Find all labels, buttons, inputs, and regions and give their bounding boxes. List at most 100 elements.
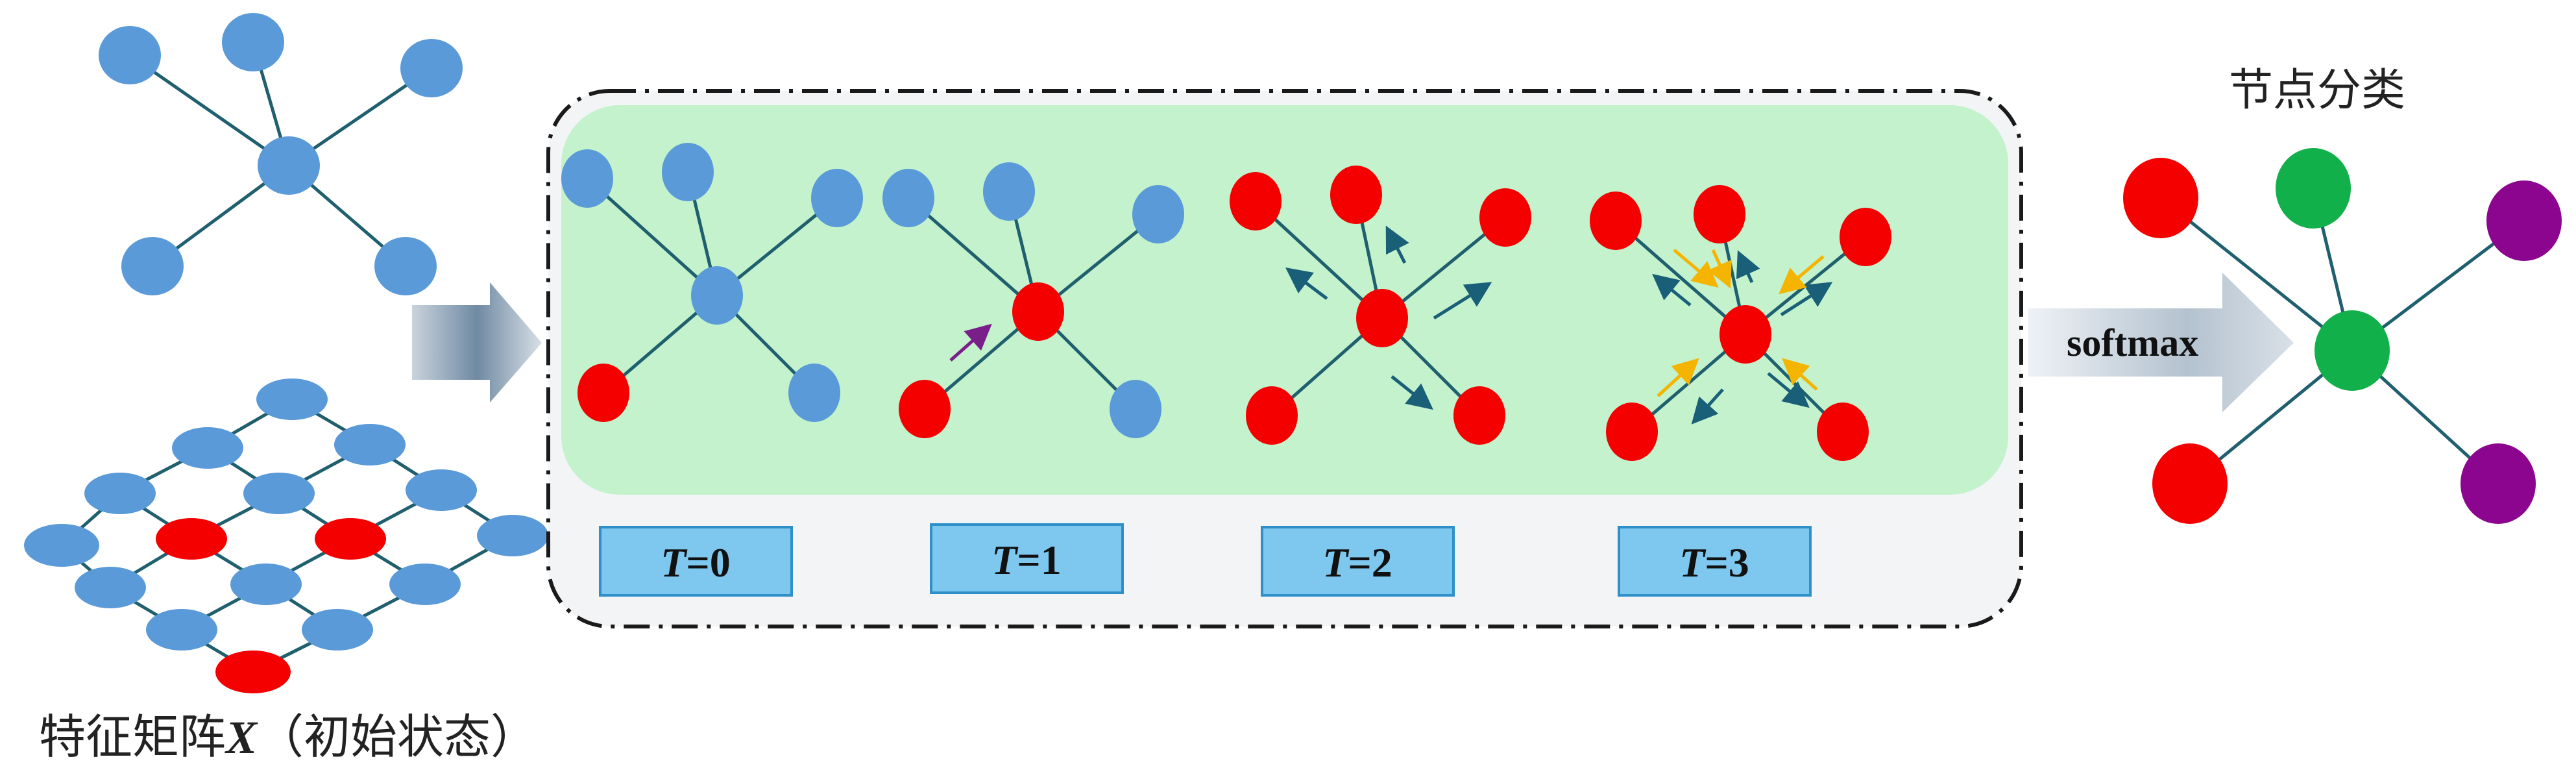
step-t0-box: T=0 xyxy=(599,526,793,597)
blue-node xyxy=(121,237,184,295)
blue-node xyxy=(406,469,477,511)
blue-node xyxy=(172,427,243,469)
edge xyxy=(586,177,718,297)
blue-node xyxy=(811,169,863,227)
step-value: =2 xyxy=(1348,539,1392,586)
grid-line xyxy=(109,443,371,589)
blue-node xyxy=(662,143,714,201)
grid-line xyxy=(60,544,254,674)
purple-node xyxy=(2461,443,2536,524)
edge xyxy=(1614,219,1747,336)
blue-node xyxy=(561,149,613,208)
message-arrow xyxy=(1691,388,1724,425)
aggregate-arrow xyxy=(1779,255,1825,295)
edge xyxy=(907,197,1039,313)
input-caption-suffix: （初始状态） xyxy=(257,710,537,764)
red-node xyxy=(1330,166,1382,224)
edge xyxy=(2159,197,2353,352)
blue-node xyxy=(230,564,302,605)
step-var: T xyxy=(661,539,688,586)
grid-line xyxy=(60,397,293,547)
red-node xyxy=(1012,282,1064,341)
graph-t0 xyxy=(561,143,863,422)
red-node xyxy=(1479,188,1531,247)
graph-t1 xyxy=(882,162,1184,438)
red-node xyxy=(2152,443,2228,524)
softmax-arrow xyxy=(2028,273,2294,412)
output-title: 节点分类 xyxy=(2229,65,2405,116)
step-value: =3 xyxy=(1705,539,1749,586)
blue-node xyxy=(258,136,320,195)
red-node xyxy=(315,518,386,560)
green-node xyxy=(2315,310,2390,391)
blue-node xyxy=(99,26,161,84)
blue-node xyxy=(243,473,315,514)
step-t1-box: T=1 xyxy=(930,523,1124,594)
aggregate-arrow xyxy=(1657,358,1699,397)
message-arrow xyxy=(1736,250,1760,284)
blue-node xyxy=(1132,185,1184,243)
red-node xyxy=(1230,172,1282,230)
blue-node xyxy=(691,266,743,325)
input-caption-prefix: 特征矩阵 xyxy=(39,710,226,764)
red-node xyxy=(1719,305,1771,364)
red-node xyxy=(1606,403,1658,461)
blue-node xyxy=(1110,380,1161,438)
step-t2-box: T=2 xyxy=(1261,526,1455,597)
aggregate-arrow xyxy=(1782,358,1818,391)
red-node xyxy=(1840,208,1891,266)
graph-t2 xyxy=(1230,166,1531,445)
step-var: T xyxy=(1679,539,1707,586)
step-box xyxy=(1618,526,1812,597)
red-node xyxy=(215,651,291,693)
graph-t3 xyxy=(1590,185,1891,461)
blue-node xyxy=(222,13,284,71)
step-label: T=1 xyxy=(991,537,1062,583)
message-arrow xyxy=(949,323,992,362)
red-node xyxy=(1817,403,1869,461)
red-node xyxy=(156,518,227,560)
grid-line xyxy=(180,488,443,632)
blue-node xyxy=(882,169,934,227)
blue-node xyxy=(400,39,463,97)
message-arrow xyxy=(1767,372,1810,408)
blue-node xyxy=(788,364,840,422)
red-node xyxy=(1694,185,1745,243)
green-node xyxy=(2276,148,2351,229)
edge xyxy=(128,53,290,167)
red-node xyxy=(1246,386,1298,445)
step-box xyxy=(599,526,793,597)
red-node xyxy=(1453,386,1505,445)
blue-node xyxy=(302,609,373,651)
grid-line xyxy=(252,534,514,674)
blue-node xyxy=(84,473,156,514)
feature-matrix-grid xyxy=(24,378,548,693)
red-node xyxy=(1356,289,1408,347)
step-label: T=0 xyxy=(661,539,731,586)
input-caption-var: X xyxy=(225,712,258,763)
blue-node xyxy=(146,609,217,651)
red-node xyxy=(2123,158,2198,238)
output-graph xyxy=(2123,148,2562,524)
message-arrow xyxy=(1285,267,1328,300)
step-value: =1 xyxy=(1017,537,1061,583)
blue-node xyxy=(389,564,461,605)
step-var: T xyxy=(1322,539,1350,586)
input-arrow xyxy=(412,282,542,403)
step-value: =0 xyxy=(686,539,730,586)
blue-node xyxy=(334,424,406,465)
step-box xyxy=(930,523,1124,594)
step-var: T xyxy=(991,537,1019,583)
step-box xyxy=(1261,526,1455,597)
purple-node xyxy=(2486,180,2562,261)
edge xyxy=(1254,200,1383,319)
blue-node xyxy=(983,162,1035,221)
grid-line xyxy=(291,397,514,538)
blue-node xyxy=(24,524,99,567)
grid-line xyxy=(206,446,426,586)
softmax-label: softmax xyxy=(2067,321,2198,364)
blue-node xyxy=(75,567,146,608)
message-arrow xyxy=(1391,375,1433,410)
aggregate-arrow xyxy=(1708,249,1732,289)
